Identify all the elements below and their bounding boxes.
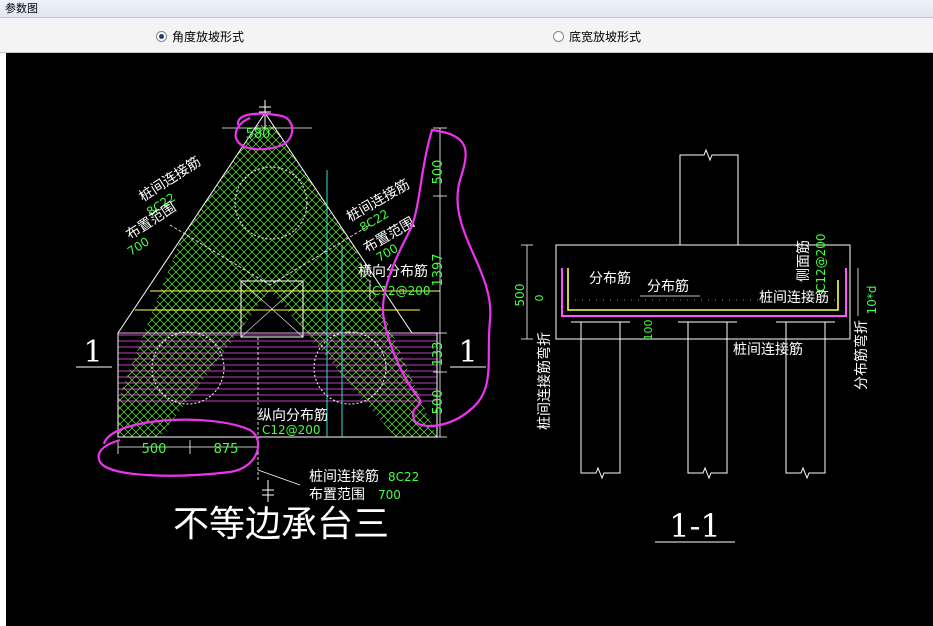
section-view: 500 0 100 分布筋 分布筋 桩间连接筋 桩间连接筋 侧面筋 C12@20… [513,148,879,545]
pile-left [151,331,225,405]
dim-right-small-value: 133 [431,342,446,367]
plan-title: 不等边承台三 [173,504,389,545]
section-side-spec: C12@200 [814,233,828,292]
rebar-hatch [118,125,437,437]
section-conn-label-bottom: 桩间连接筋 [733,341,803,358]
section-dim-zero: 0 [533,295,546,302]
section-side-label: 侧面筋 [795,240,812,282]
left-rebar-hatch [118,190,270,437]
dim-right-mid-value: 1397 [431,253,446,286]
bottom-rebar-label: 桩间连接筋 [309,468,379,485]
angle-slope-label: 角度放坡形式 [172,30,245,44]
pile-connection-lines [169,224,371,480]
dim-right-bottom-value: 500 [431,390,446,415]
hand-drawn-highlights [97,112,492,477]
right-rebar-hatch [270,190,437,437]
column-outline [240,280,304,338]
angle-slope-radio[interactable]: 角度放坡形式 [156,28,244,45]
section-mark-left: 1 [83,335,102,370]
section-dist-label-1: 分布筋 [589,270,631,287]
trans-rebar-spec: C12@200 [372,284,431,298]
section-magenta-rebar [561,268,847,317]
parameter-drawing-canvas: 580 500 875 500 1397 133 500 1 1 桩间连接筋 8… [6,53,933,626]
highlight-bottom [97,418,260,477]
pile-right [313,331,387,405]
window-titlebar: 参数图 [0,0,933,18]
width-slope-label: 底宽放坡形式 [569,30,642,44]
section-conn-label-top: 桩间连接筋 [759,289,829,306]
dim-top-value: 580 [246,127,271,142]
section-dim-100: 100 [642,320,655,341]
section-title: 1-1 [669,507,721,545]
section-right-dim: 10*d [865,286,879,315]
magenta-distribution-lines [118,334,437,402]
section-left-vertical-label: 桩间连接筋弯折 [536,332,553,430]
section-yellow-rebar [567,268,839,311]
cad-drawing: 580 500 875 500 1397 133 500 1 1 桩间连接筋 8… [76,100,879,545]
dim-right-top-value: 500 [431,160,446,185]
highlight-top [234,112,294,151]
window-title: 参数图 [5,2,38,15]
top-rebar-hatch [200,125,330,290]
section-piles [571,321,835,480]
long-rebar-spec: C12@200 [262,423,321,437]
radio-selected-icon[interactable] [156,31,167,42]
bottom-range-label: 布置范围 [309,486,365,503]
section-column [679,148,739,245]
long-rebar-label: 纵向分布筋 [258,407,328,424]
pile-top [234,166,308,240]
section-cap [555,244,851,340]
section-dim-height: 500 [513,284,527,307]
section-mark-right: 1 [458,335,477,370]
bottom-range-value: 700 [378,488,401,502]
section-right-vertical-label: 分布筋弯折 [853,320,870,390]
highlight-right [381,128,492,427]
section-dist-label-2: 分布筋 [647,278,689,295]
bottom-rebar-spec: 8C22 [388,470,419,484]
dim-bottom-left-value: 500 [142,442,167,457]
dim-bottom-mid-value: 875 [214,442,239,457]
plan-view: 580 500 875 500 1397 133 500 1 1 桩间连接筋 8… [76,100,492,545]
width-slope-radio[interactable]: 底宽放坡形式 [553,28,641,45]
radio-unselected-icon[interactable] [553,31,564,42]
trans-rebar-label: 横向分布筋 [358,263,428,280]
slope-option-bar: 角度放坡形式 底宽放坡形式 [0,18,933,53]
